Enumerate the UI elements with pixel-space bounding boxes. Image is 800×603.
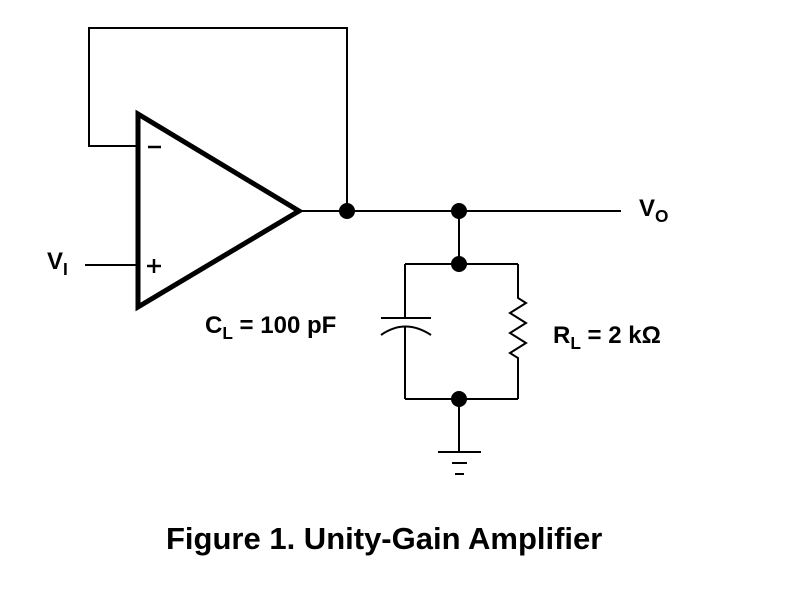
res-value: = 2 kΩ <box>580 322 661 349</box>
figure-caption: Figure 1. Unity-Gain Amplifier <box>166 521 603 556</box>
vin-main: V <box>47 248 64 275</box>
non-inverting-input-plus-icon <box>147 259 161 273</box>
feedback-wire <box>88 27 348 211</box>
input-voltage-label: VI <box>47 248 68 279</box>
res-main: R <box>553 322 571 349</box>
vin-subscript: I <box>63 258 68 279</box>
ground-icon <box>438 451 481 475</box>
cap-main: C <box>205 312 223 339</box>
cap-value: = 100 pF <box>232 312 337 339</box>
vout-subscript: O <box>655 205 669 226</box>
output-voltage-label: VO <box>639 195 669 226</box>
resistor-symbol <box>508 264 528 399</box>
capacitor-label: CL = 100 pF <box>205 312 337 343</box>
op-amp-symbol <box>135 109 304 312</box>
res-subscript: L <box>570 332 581 353</box>
cap-subscript: L <box>222 322 233 343</box>
junction-dot-feedback <box>339 203 355 219</box>
vout-main: V <box>639 195 656 222</box>
resistor-label: RL = 2 kΩ <box>553 322 661 353</box>
